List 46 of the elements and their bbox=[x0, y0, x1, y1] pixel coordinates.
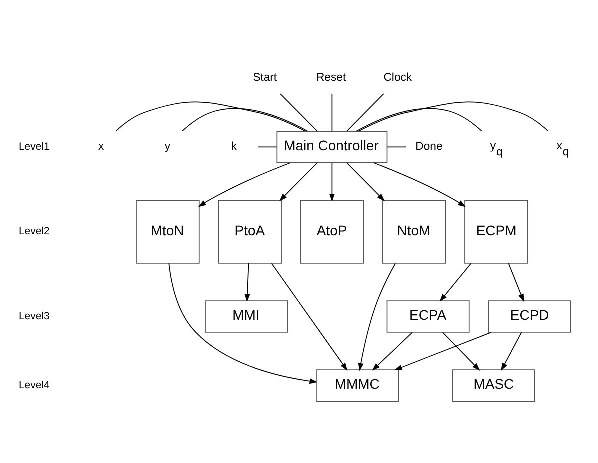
arrow bbox=[329, 162, 335, 202]
arrow bbox=[346, 162, 385, 201]
node-box: ECPA bbox=[386, 300, 470, 332]
node-text: Reset bbox=[316, 72, 346, 84]
arrow bbox=[198, 162, 291, 207]
node-text: y bbox=[164, 140, 171, 153]
arrow bbox=[501, 332, 522, 371]
arrow bbox=[373, 162, 466, 207]
connector bbox=[346, 93, 384, 132]
arrow bbox=[508, 262, 524, 302]
label: Level2 bbox=[18, 226, 50, 238]
node-box: MMI bbox=[205, 300, 288, 332]
node-text: Clock bbox=[384, 72, 412, 84]
node-text: Done bbox=[416, 140, 443, 153]
arrow bbox=[394, 332, 492, 370]
connector bbox=[258, 146, 278, 148]
node-box: MtoN bbox=[136, 200, 200, 264]
arrow bbox=[440, 262, 472, 302]
node-text: Start bbox=[253, 72, 278, 84]
node-box: ECPD bbox=[488, 300, 572, 332]
connector bbox=[387, 146, 407, 148]
node-text: k bbox=[231, 140, 237, 153]
node-box: NtoM bbox=[382, 200, 446, 264]
node-box: PtoA bbox=[218, 200, 282, 264]
arrow bbox=[271, 262, 348, 370]
node-box: Main Controller bbox=[276, 130, 388, 163]
connector bbox=[358, 101, 549, 132]
label: Level1 bbox=[18, 141, 50, 152]
arrow bbox=[279, 162, 318, 201]
arrow bbox=[442, 332, 480, 370]
connector bbox=[116, 101, 306, 132]
node-box: MMMC bbox=[316, 369, 400, 402]
node-box: ECPM bbox=[464, 200, 528, 264]
node-box: AtoP bbox=[300, 200, 364, 264]
arrow bbox=[244, 262, 250, 302]
arrow bbox=[372, 332, 414, 370]
connector bbox=[356, 108, 482, 132]
label: Level4 bbox=[18, 380, 50, 391]
label: Level3 bbox=[18, 310, 50, 322]
connector bbox=[280, 93, 318, 132]
connector bbox=[182, 108, 308, 132]
node-box: MASC bbox=[452, 369, 536, 402]
arrow bbox=[358, 262, 396, 371]
connector bbox=[332, 93, 333, 132]
arrow bbox=[168, 262, 318, 384]
node-text: x bbox=[98, 140, 104, 153]
